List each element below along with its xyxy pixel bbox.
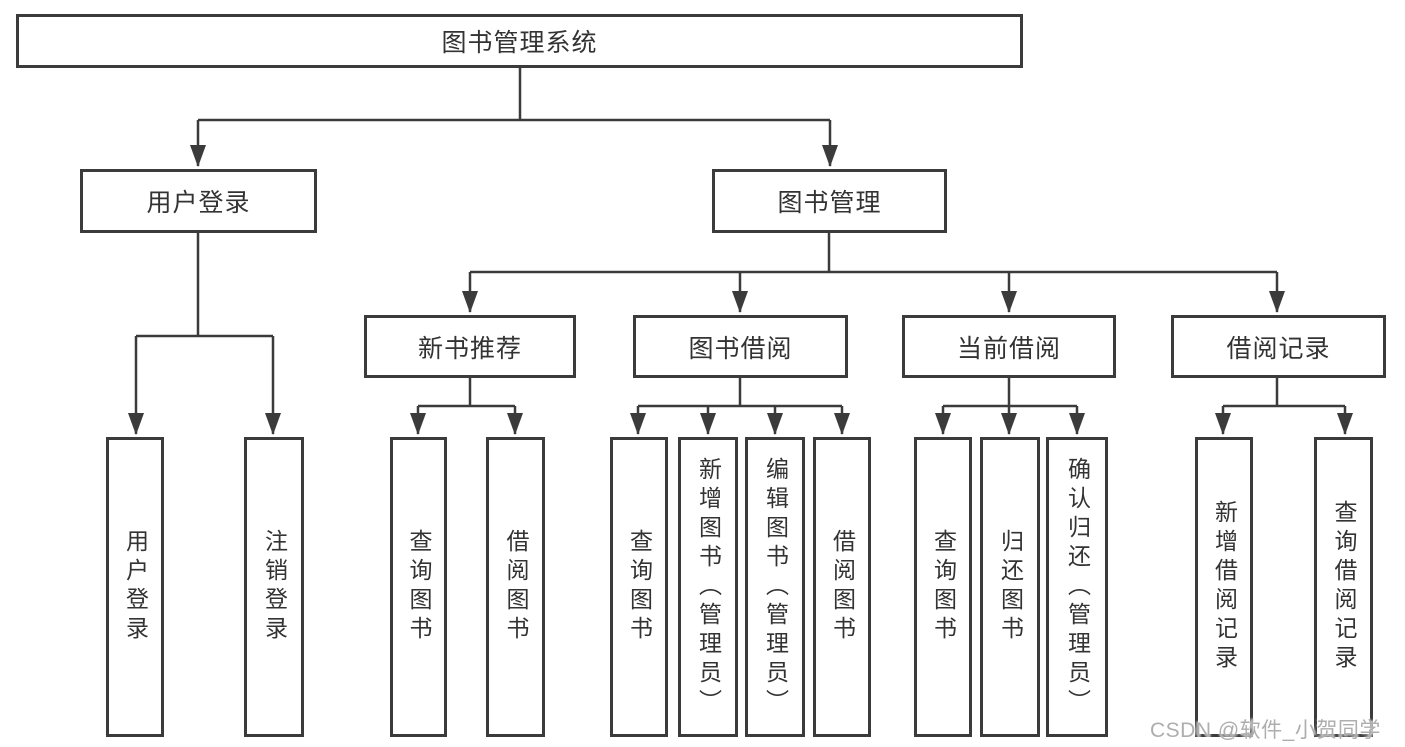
node-current-borrowing: 当前借阅 (902, 315, 1116, 378)
node-library-management-system: 图书管理系统 (16, 14, 1023, 68)
leaf-query-books-borrowing: 查询图书 (610, 437, 668, 737)
leaf-label: 查询图书 (626, 529, 653, 645)
leaf-borrow-books-recommend: 借阅图书 (486, 437, 545, 737)
leaf-label: 归还图书 (997, 529, 1024, 645)
leaf-return-books: 归还图书 (980, 437, 1040, 737)
leaf-logout: 注销登录 (244, 437, 304, 737)
node-user-login: 用户登录 (80, 169, 317, 233)
leaf-label: 确认归还（管理员） (1064, 456, 1091, 718)
node-new-book-recommendation: 新书推荐 (364, 315, 576, 378)
node-book-borrowing: 图书借阅 (633, 315, 848, 378)
leaf-label: 查询借阅记录 (1331, 500, 1357, 674)
leaf-label: 新增图书（管理员） (695, 456, 722, 718)
node-book-management: 图书管理 (712, 169, 947, 233)
leaf-add-books-admin: 新增图书（管理员） (678, 437, 738, 737)
leaf-label: 注销登录 (261, 529, 288, 645)
leaf-query-borrow-record: 查询借阅记录 (1314, 437, 1373, 737)
leaf-query-books-current: 查询图书 (914, 437, 972, 737)
node-borrowing-records: 借阅记录 (1171, 315, 1386, 378)
leaf-label: 编辑图书（管理员） (762, 456, 789, 718)
leaf-label: 借阅图书 (503, 529, 529, 645)
csdn-watermark: CSDN @软件_小贺同学 (1150, 719, 1381, 742)
leaf-add-borrow-record: 新增借阅记录 (1195, 437, 1253, 737)
leaf-edit-books-admin: 编辑图书（管理员） (745, 437, 805, 737)
leaf-user-login: 用户登录 (106, 437, 164, 737)
leaf-label: 用户登录 (122, 529, 149, 645)
leaf-borrow-books-borrowing: 借阅图书 (813, 437, 871, 737)
leaf-confirm-return-admin: 确认归还（管理员） (1046, 437, 1108, 737)
leaf-query-books-recommend: 查询图书 (390, 437, 447, 737)
leaf-label: 新增借阅记录 (1211, 500, 1238, 674)
leaf-label: 查询图书 (406, 529, 432, 645)
leaf-label: 查询图书 (930, 529, 957, 645)
leaf-label: 借阅图书 (829, 529, 856, 645)
